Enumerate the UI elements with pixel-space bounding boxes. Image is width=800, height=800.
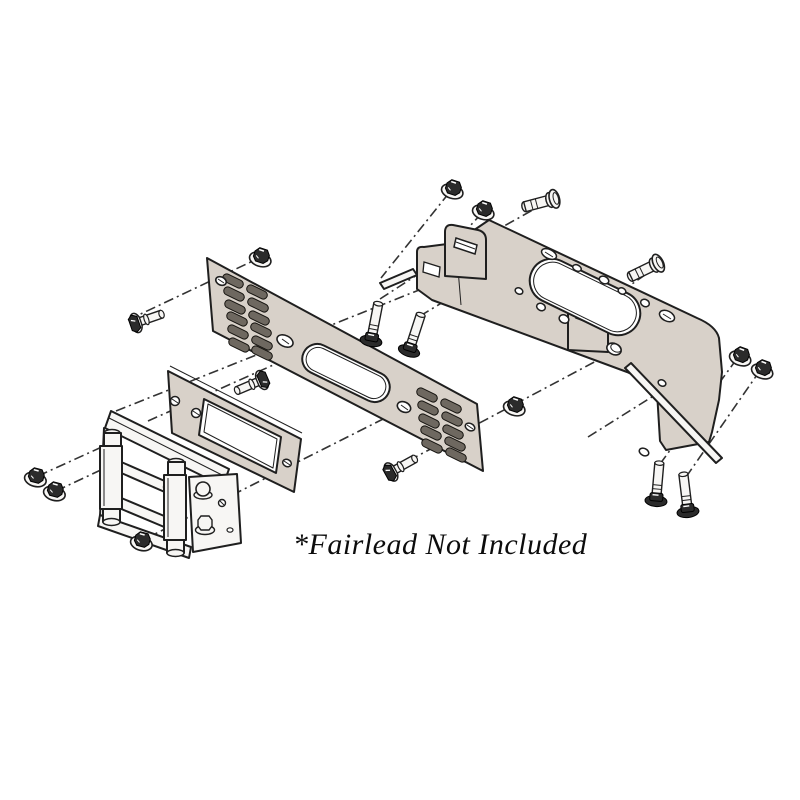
- hex-flange-bolt: [380, 448, 423, 485]
- carriage-bolt: [671, 470, 701, 520]
- rope-slot: [301, 342, 391, 404]
- hex-flange-bolt: [230, 367, 273, 402]
- fairlead-note: *Fairlead Not Included: [293, 528, 588, 561]
- winch-mounting-plate: [206, 257, 484, 472]
- flange-nut: [246, 244, 275, 271]
- flange-nut: [748, 356, 778, 383]
- flange-nut: [500, 393, 529, 420]
- carriage-bolt: [358, 298, 391, 350]
- mounting-bracket: [379, 219, 723, 464]
- carriage-bolt: [396, 308, 433, 361]
- hex-flange-bolt: [126, 303, 168, 336]
- carriage-bolt: [643, 459, 672, 509]
- button-head-bolt: [623, 251, 668, 288]
- bracket-oval-cutout: [528, 257, 642, 337]
- button-head-bolt: [518, 187, 563, 218]
- right-backing-bar: [624, 362, 723, 464]
- u-tab: [444, 223, 487, 280]
- flange-nut: [22, 465, 50, 490]
- fairlead-adapter-plate: [167, 365, 303, 493]
- flange-nut: [438, 176, 467, 203]
- flange-notch: [422, 261, 441, 278]
- flange-nut: [469, 197, 498, 224]
